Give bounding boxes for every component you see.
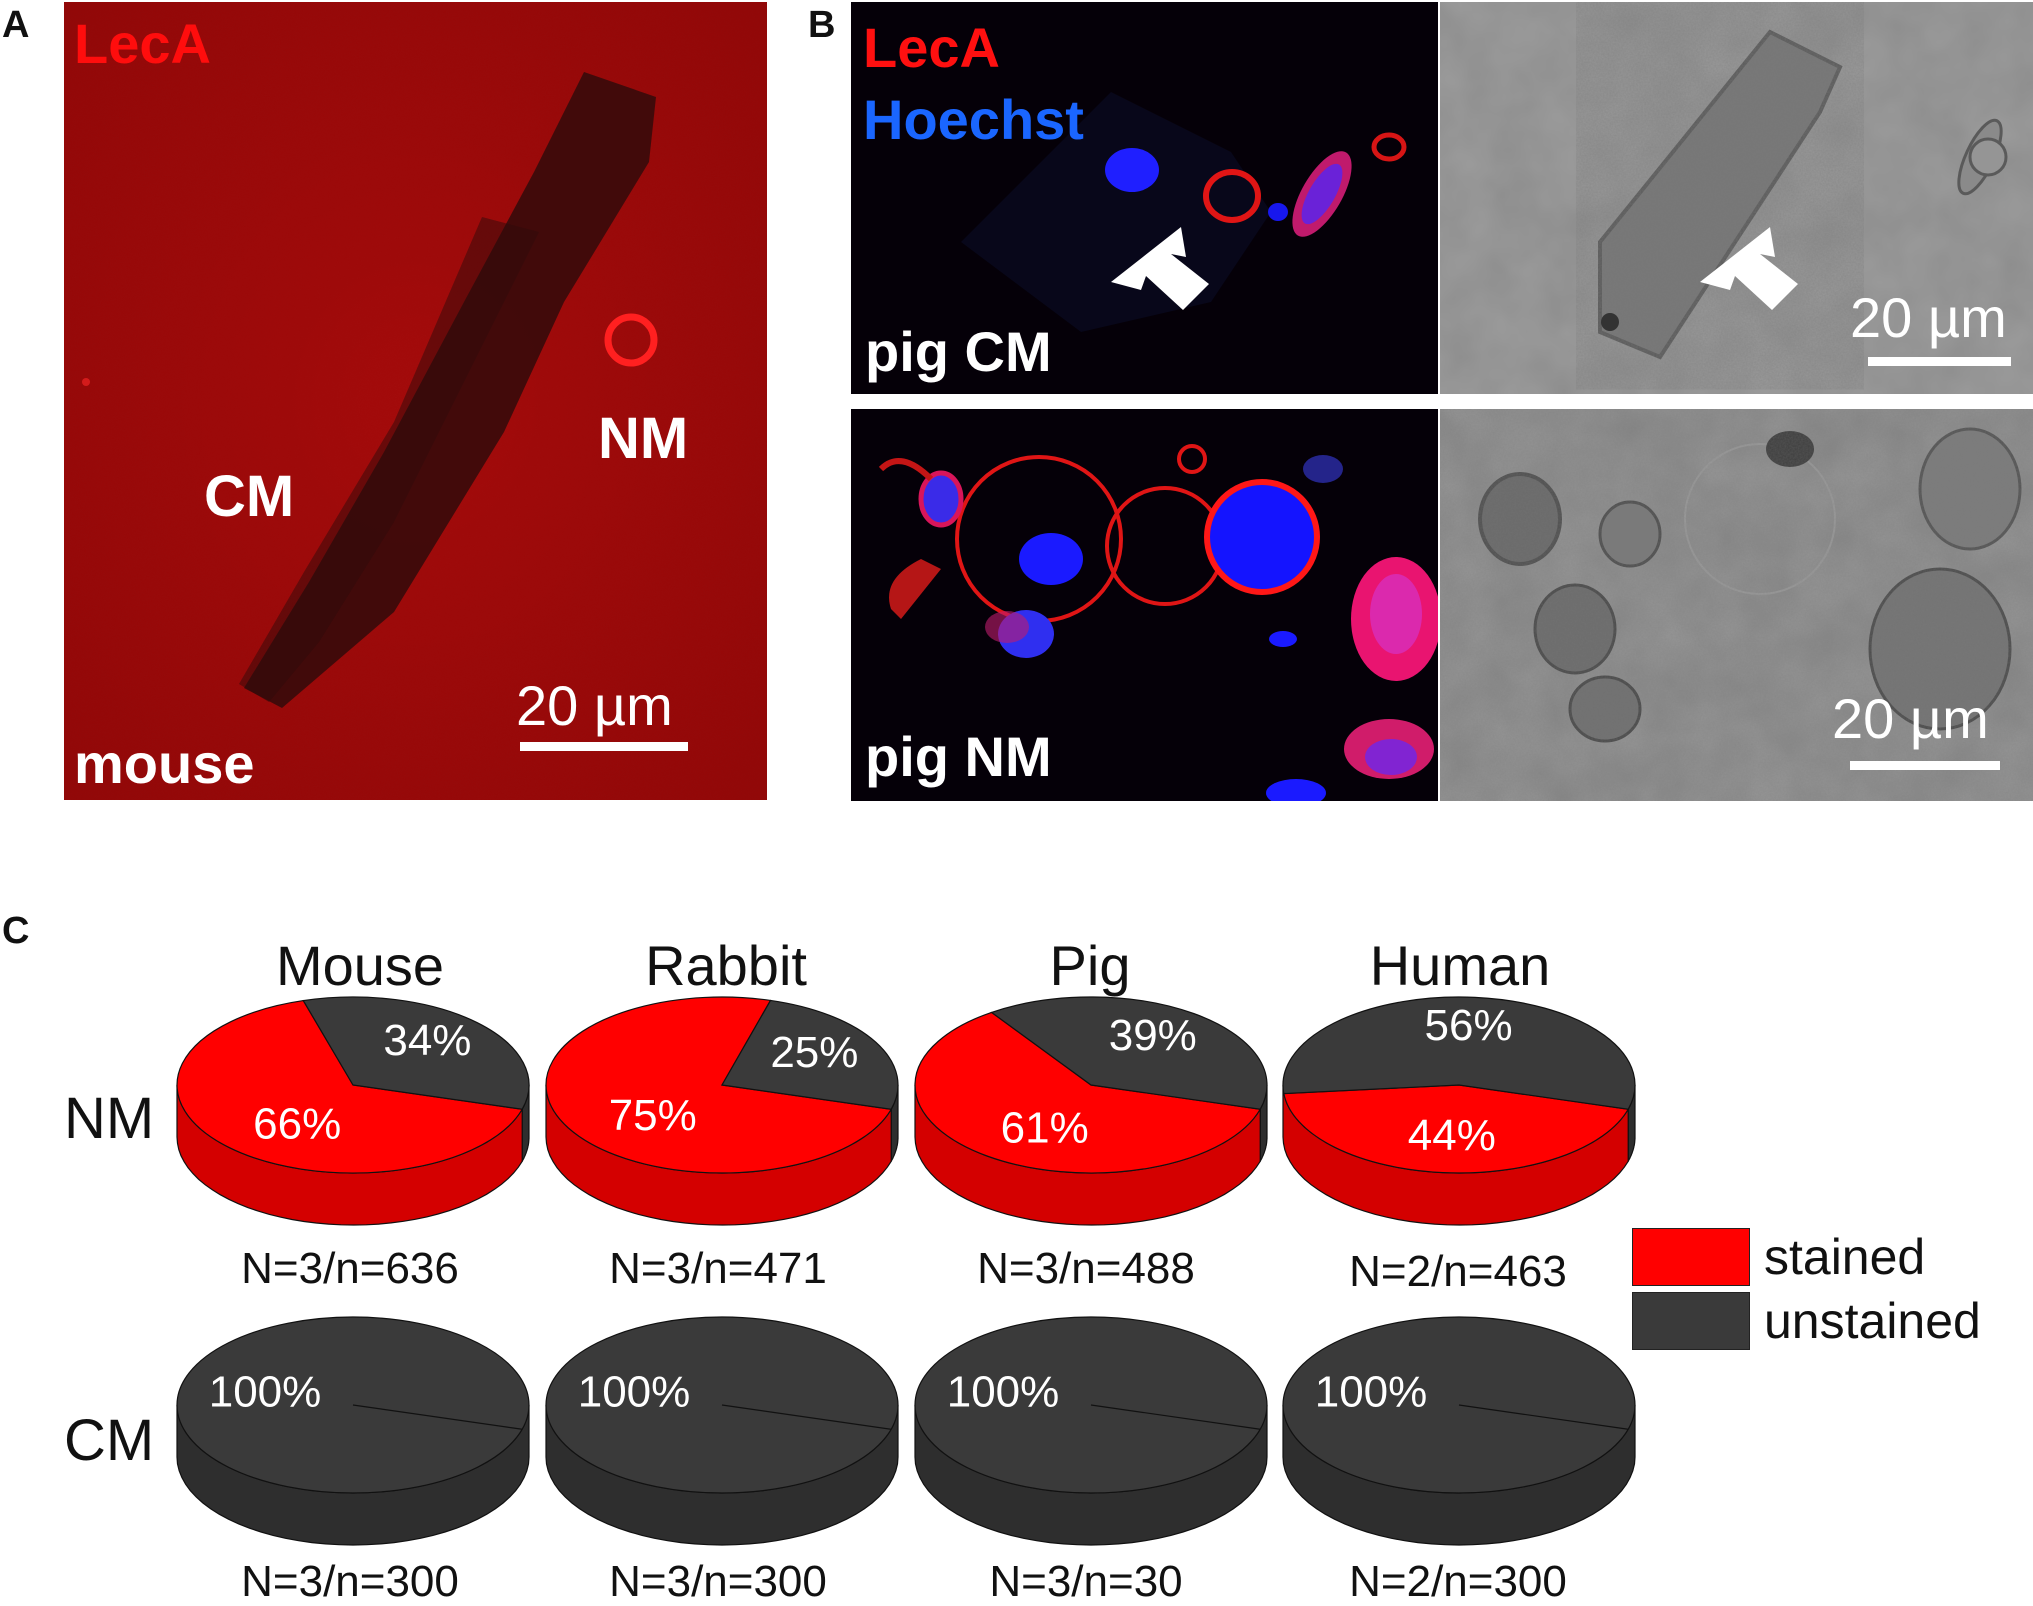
scale-bar-label: 20 µm: [1832, 687, 1989, 750]
nucleus: [1019, 533, 1083, 585]
pie-label-unstained: 100%: [947, 1368, 1060, 1417]
pie-label-stained: 66%: [253, 1100, 341, 1149]
pig-cm-label: pig CM: [865, 320, 1052, 383]
lecA-ring: [1203, 169, 1261, 223]
legend-swatch-stained: [1632, 1228, 1750, 1286]
pie-slice-stained: [545, 996, 893, 1174]
pie-label-unstained: 100%: [1315, 1368, 1428, 1417]
column-title-pig: Pig: [1049, 934, 1131, 997]
pie-label-unstained: 34%: [383, 1016, 471, 1065]
pie-slice-stained: [176, 999, 524, 1174]
pie-slice-unstained: [1282, 996, 1636, 1110]
pig-nm-fluorescence-image: [851, 409, 1438, 801]
scale-bar-label: 20 µm: [516, 674, 673, 737]
pie-label-unstained: 56%: [1425, 1001, 1513, 1050]
panel-a-letter: A: [2, 4, 30, 46]
pie-slice-unstained: [1282, 1316, 1636, 1494]
pie-wall-stained: [1282, 1084, 1629, 1226]
pie-wall-unstained: [1282, 1404, 1636, 1546]
pie-wall-stained: [176, 1084, 523, 1226]
stain-label-lecA: LecA: [863, 16, 1000, 79]
pie-label-stained: 61%: [1001, 1104, 1089, 1153]
panel-c-letter: C: [2, 910, 30, 952]
pig-cm-fluorescence-image: [851, 2, 1438, 394]
legend-swatch-unstained: [1632, 1292, 1750, 1350]
n-label: N=3/n=636: [241, 1244, 459, 1293]
pie-slice-stained: [1283, 1084, 1630, 1174]
legend-label-stained: stained: [1764, 1229, 1926, 1285]
nucleus: [1105, 148, 1159, 192]
pig-nm-label: pig NM: [865, 725, 1052, 788]
pie-wall-stained: [545, 1084, 892, 1226]
n-label: N=3/n=30: [989, 1557, 1183, 1606]
cm-label: CM: [204, 464, 295, 529]
pie-label-unstained: 100%: [578, 1368, 691, 1417]
pie-label-unstained: 25%: [770, 1028, 858, 1077]
pie-slice-unstained: [545, 1316, 899, 1494]
pie-wall-unstained: [521, 1085, 530, 1162]
pie-label-stained: 75%: [609, 1091, 697, 1140]
column-title-mouse: Mouse: [275, 934, 445, 997]
pie-slice-unstained: [721, 999, 899, 1110]
pie-wall-unstained: [545, 1404, 899, 1546]
n-label: N=3/n=471: [609, 1244, 827, 1293]
pie-slice-unstained: [176, 1316, 530, 1494]
pie-slice-stained: [914, 1011, 1262, 1174]
panel-b-pig-nm-brightfield: 20 µm: [1440, 409, 2033, 801]
scale-bar: [520, 742, 688, 751]
pie-slice-unstained: [914, 1316, 1268, 1494]
nm-ring: [604, 313, 658, 367]
pie-wall-stained: [914, 1084, 1261, 1226]
n-label: N=2/n=300: [1349, 1557, 1567, 1606]
stain-label-hoechst: Hoechst: [863, 88, 1084, 151]
legend-label-unstained: unstained: [1764, 1293, 1981, 1349]
n-label: N=3/n=300: [609, 1557, 827, 1606]
pie-slice-unstained: [302, 996, 530, 1110]
stain-label-lecA: LecA: [74, 12, 211, 75]
column-title-human: Human: [1369, 934, 1551, 997]
pie-slice-border: [1458, 1404, 1629, 1430]
pie-wall-unstained: [1627, 1085, 1636, 1162]
pie-slice-unstained: [990, 996, 1268, 1110]
pie-label-unstained: 100%: [209, 1368, 322, 1417]
mouse-lecA-image: [64, 2, 767, 800]
scale-bar: [1850, 761, 2000, 770]
pie-wall-unstained: [890, 1085, 899, 1162]
pie-wall-unstained: [176, 1404, 530, 1546]
arrow-icon: [1111, 227, 1209, 310]
pie-slice-border: [352, 1404, 523, 1430]
scale-bar: [1868, 357, 2011, 366]
pie-slice-border: [721, 1404, 892, 1430]
n-label: N=2/n=463: [1349, 1247, 1567, 1296]
panel-b-pig-cm-brightfield: 20 µm: [1440, 2, 2033, 394]
pie-slice-border: [1090, 1404, 1261, 1430]
pie-wall-unstained: [914, 1404, 1268, 1546]
pig-nm-brightfield-image: [1440, 409, 2033, 801]
panel-a-micrograph: LecA CM NM mouse 20 µm: [64, 2, 767, 800]
panel-b-pig-nm-fluorescence: pig NM: [851, 409, 1438, 801]
pie-wall-unstained: [1259, 1085, 1268, 1162]
pie-label-stained: 44%: [1408, 1111, 1496, 1160]
column-title-rabbit: Rabbit: [645, 934, 807, 997]
row-label-cm: CM: [64, 1408, 155, 1473]
arrow-icon: [1700, 227, 1798, 310]
panel-b-pig-cm-fluorescence: LecA Hoechst pig CM: [851, 2, 1438, 394]
species-label: mouse: [74, 732, 255, 795]
n-label: N=3/n=488: [977, 1244, 1195, 1293]
pie-label-unstained: 39%: [1109, 1011, 1197, 1060]
scale-bar-label: 20 µm: [1850, 286, 2007, 349]
pig-cm-brightfield-image: [1440, 2, 2033, 394]
nm-label: NM: [598, 406, 689, 471]
row-label-nm: NM: [64, 1086, 155, 1151]
n-label: N=3/n=300: [241, 1557, 459, 1606]
panel-b-letter: B: [808, 4, 836, 46]
